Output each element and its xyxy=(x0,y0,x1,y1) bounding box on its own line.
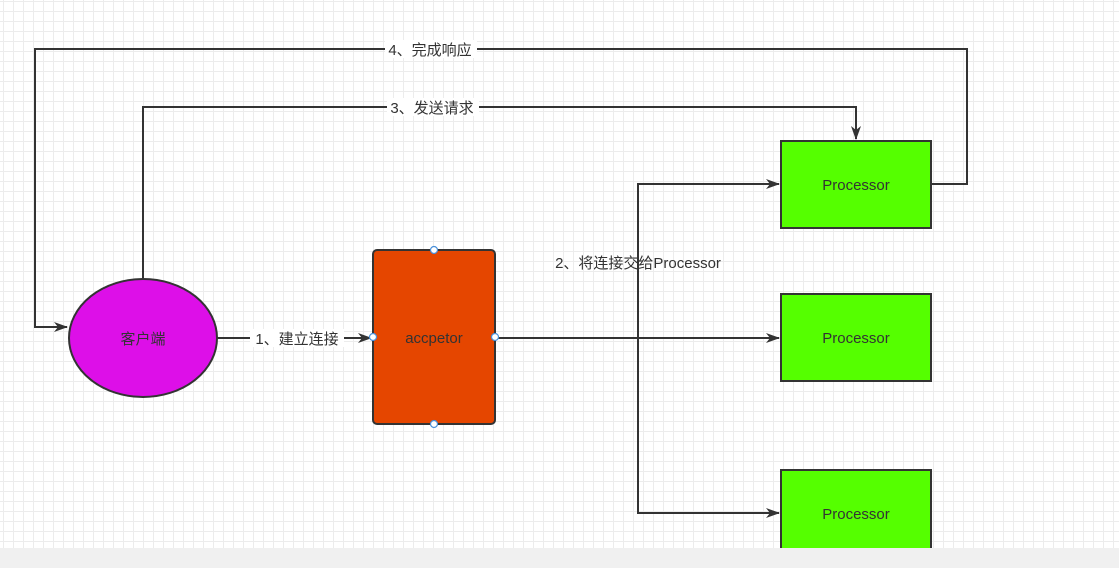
edge-label-send-request: 3、发送请求 xyxy=(390,100,473,117)
node-client[interactable]: 客户端 xyxy=(68,278,218,398)
connection-handle-left[interactable] xyxy=(368,332,378,342)
client-ellipse[interactable] xyxy=(68,278,218,398)
edge-label-bg xyxy=(250,329,344,347)
connection-handle-bottom[interactable] xyxy=(429,419,439,429)
edge-handoff-processor-1[interactable] xyxy=(496,179,780,339)
node-processor-2[interactable]: Processor xyxy=(780,293,932,382)
processor-3-rect[interactable] xyxy=(780,469,932,548)
connection-handle-top[interactable] xyxy=(429,245,439,255)
canvas-bottom-strip xyxy=(0,548,1119,568)
edge-send-request[interactable] xyxy=(142,106,861,278)
processor-1-rect[interactable] xyxy=(780,140,932,229)
processor-2-label: Processor xyxy=(822,330,890,347)
connection-handle-right[interactable] xyxy=(490,332,500,342)
edge-label-bg xyxy=(385,40,477,58)
edge-label-complete-response: 4、完成响应 xyxy=(388,41,471,59)
edge-label-establish-connection: 1、建立连接 xyxy=(255,331,338,348)
diagram-canvas xyxy=(0,0,1119,548)
edge-label-handoff: 2、将连接交给Processor xyxy=(555,254,721,272)
edge-complete-response[interactable] xyxy=(34,48,968,332)
diagram: 4、完成响应 3、发送请求 1、建立连接 2、将连接交给Processor 客户… xyxy=(34,40,968,548)
processor-2-rect[interactable] xyxy=(780,293,932,382)
processor-1-label: Processor xyxy=(822,177,890,194)
node-processor-1[interactable]: Processor xyxy=(780,140,932,229)
edge-label-bg xyxy=(387,98,479,116)
node-acceptor[interactable]: accpetor xyxy=(368,245,500,429)
processor-3-label: Processor xyxy=(822,506,890,523)
edge-handoff-processor-3[interactable] xyxy=(637,338,780,518)
client-label: 客户端 xyxy=(120,331,165,348)
node-processor-3[interactable]: Processor xyxy=(780,469,932,548)
acceptor-label: accpetor xyxy=(405,330,463,347)
